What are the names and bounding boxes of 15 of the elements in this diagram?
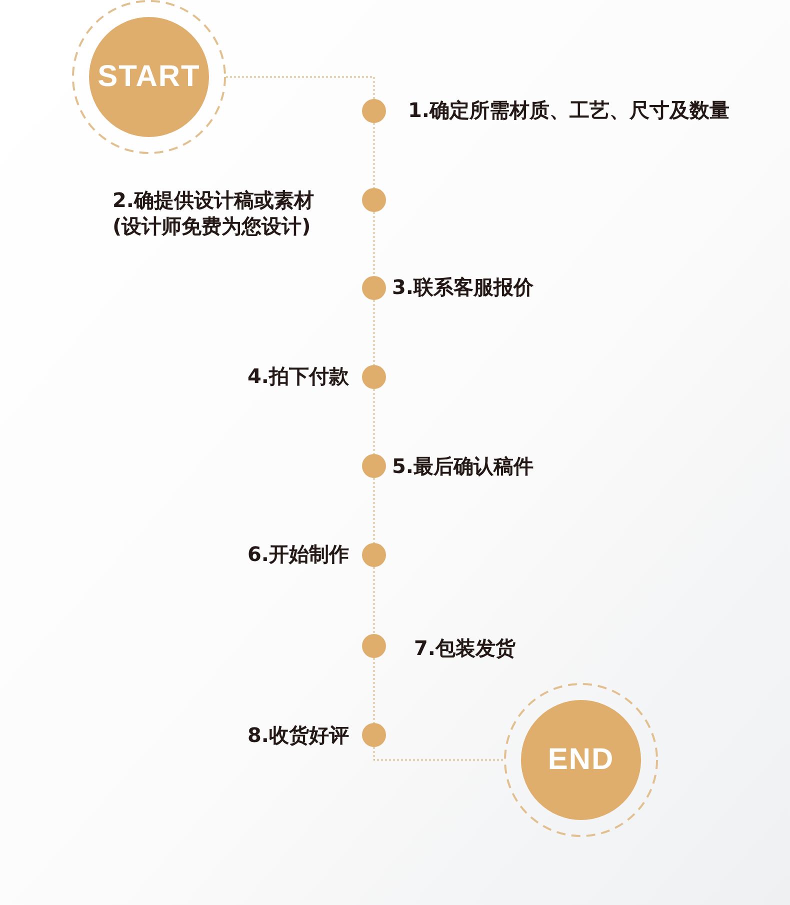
- dotted-connector: [374, 746, 504, 760]
- terminal-circle: [504, 683, 658, 837]
- step-label: 5.最后确认稿件: [392, 453, 534, 479]
- terminal-label: END: [548, 745, 614, 775]
- terminal-label: START: [98, 62, 200, 92]
- step-label: 7.包装发货: [414, 635, 516, 661]
- terminal-circle: [72, 0, 226, 154]
- step-label: 4.拍下付款: [247, 363, 349, 389]
- step-label: 6.开始制作: [247, 541, 349, 567]
- step-label: (设计师免费为您设计): [112, 213, 311, 239]
- step-label: 2.确提供设计稿或素材: [112, 187, 314, 213]
- dotted-connector: [226, 76, 374, 100]
- step-label: 8.收货好评: [247, 722, 349, 748]
- step-label: 1.确定所需材质、工艺、尺寸及数量: [408, 97, 730, 123]
- step-label: 3.联系客服报价: [392, 274, 534, 300]
